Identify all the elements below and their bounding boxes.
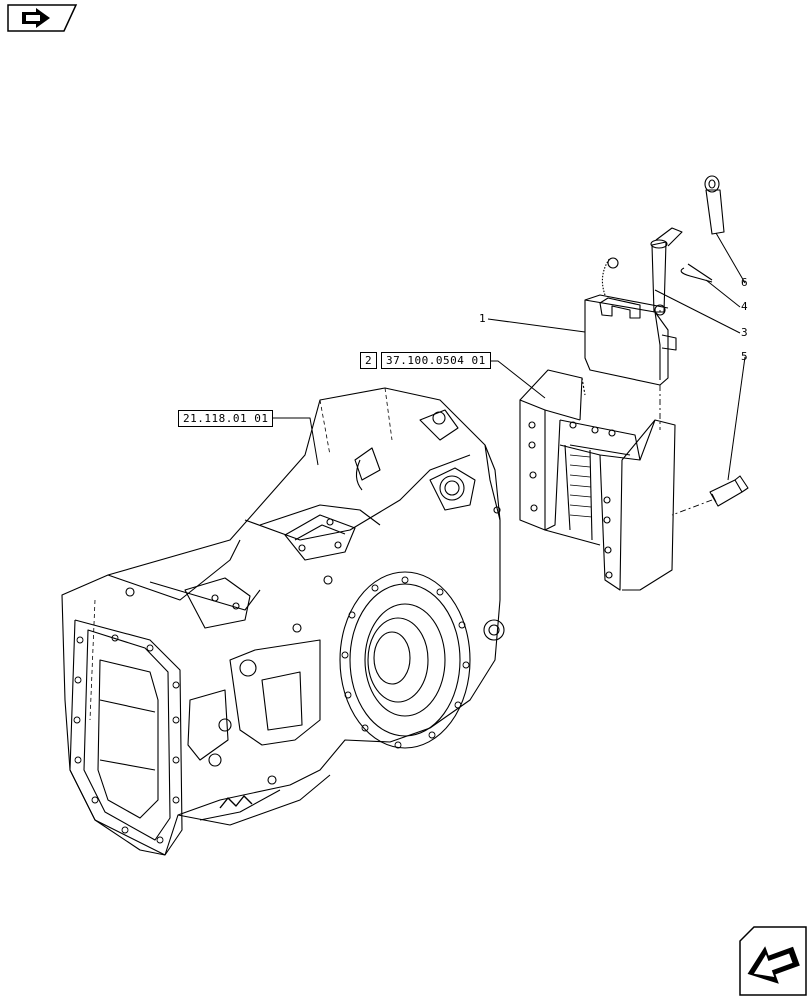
book-arrow-icon[interactable] bbox=[6, 3, 78, 33]
callout-1-leader bbox=[487, 318, 586, 333]
housing-ref-leader bbox=[262, 417, 319, 466]
callout-6: 6 bbox=[741, 276, 748, 289]
hitch-reference-link[interactable]: 37.100.0504 01 bbox=[381, 352, 491, 369]
callout-4: 4 bbox=[741, 300, 748, 313]
hitch-ref-leader bbox=[484, 360, 546, 399]
callout-4-leader bbox=[705, 279, 741, 308]
callout-1: 1 bbox=[479, 312, 486, 325]
hitch-quantity-box: 2 bbox=[360, 352, 378, 369]
clip-drawing bbox=[680, 263, 713, 283]
transmission-housing-drawing bbox=[61, 387, 505, 856]
next-page-arrow-icon[interactable] bbox=[738, 925, 808, 997]
hitch-bracket-drawing bbox=[519, 369, 676, 591]
bolt-drawing bbox=[709, 475, 749, 507]
housing-reference-link[interactable]: 21.118.01 01 bbox=[178, 410, 274, 427]
locking-pin-drawing bbox=[704, 175, 725, 235]
callout-3: 3 bbox=[741, 326, 748, 339]
hitch-latch-drawing bbox=[584, 257, 677, 386]
callout-3-leader bbox=[654, 289, 741, 334]
callout-5-leader bbox=[727, 356, 746, 481]
callout-5: 5 bbox=[741, 350, 748, 363]
callout-6-leader bbox=[715, 232, 746, 284]
pin-drawing bbox=[650, 227, 683, 313]
